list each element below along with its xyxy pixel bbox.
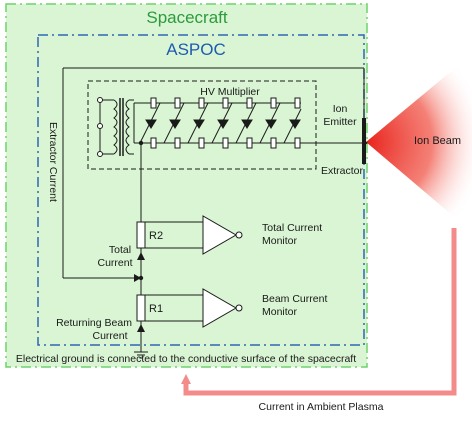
hv-multiplier-label: HV Multiplier (200, 86, 260, 98)
diode-symbols (145, 119, 301, 129)
extractor-current-loop (62, 67, 365, 279)
capacitor-row-top (150, 97, 301, 109)
spacecraft-boundary (5, 3, 368, 368)
ion-beam (366, 54, 472, 232)
beam-current-monitor-label-line2: Monitor (262, 306, 298, 318)
ambient-plasma-return-path (183, 228, 457, 396)
beam-current-monitor-amplifier (141, 288, 243, 328)
transformer (97, 97, 134, 157)
resistor-r2 (136, 221, 146, 249)
ground-icon (134, 351, 148, 359)
total-current-monitor-label-line1: Total Current (262, 222, 322, 234)
r2-label: R2 (149, 230, 163, 242)
aspoc-boundary (37, 34, 365, 346)
aspoc-title: ASPOC (166, 40, 226, 59)
ambient-plasma-label: Current in Ambient Plasma (259, 401, 384, 413)
total-current-label-line2: Current (97, 257, 132, 269)
extractor-current-label: Extractor Current (47, 122, 59, 202)
returning-beam-current-arrowhead (137, 324, 145, 332)
total-current-monitor-amplifier (141, 215, 243, 255)
ground-note: Electrical ground is connected to the co… (16, 353, 356, 365)
capacitor-row-bottom (150, 137, 301, 149)
resistor-r1 (136, 294, 146, 322)
beam-current-monitor-label-line1: Beam Current (262, 293, 327, 305)
ion-emitter-needle (362, 118, 366, 164)
returning-beam-current-label-line1: Returning Beam (56, 317, 132, 329)
total-current-arrowhead (137, 252, 145, 260)
ion-emitter-label-line2: Emitter (323, 116, 357, 128)
circuit-nodes (138, 140, 144, 281)
total-current-label-line1: Total (109, 244, 131, 256)
ion-beam-label: Ion Beam (414, 135, 461, 147)
r1-label: R1 (149, 303, 163, 315)
cockcroft-walton-ladder (133, 97, 302, 149)
extractor-label: Extractor (321, 165, 364, 177)
spacecraft-title: Spacecraft (146, 8, 228, 27)
total-current-monitor-label-line2: Monitor (262, 235, 298, 247)
return-path-arrowhead (181, 374, 191, 384)
extractor-current-arrowhead (134, 274, 141, 282)
returning-beam-current-label-line2: Current (92, 330, 127, 342)
ion-emitter-label-line1: Ion (333, 103, 348, 115)
hv-multiplier-box (87, 80, 317, 170)
